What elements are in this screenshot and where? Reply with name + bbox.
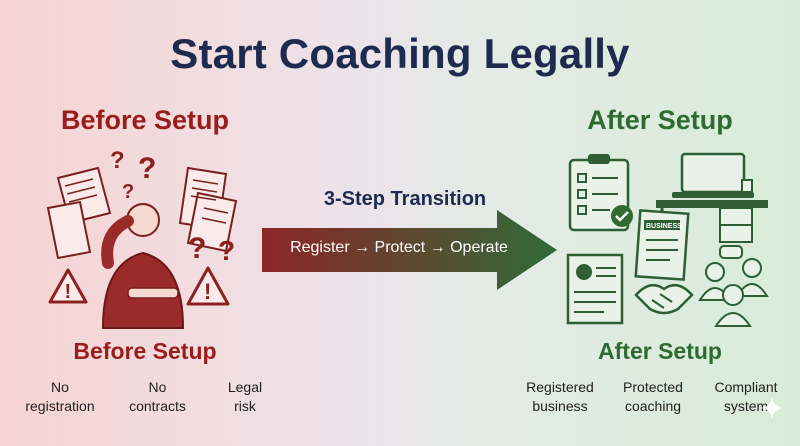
confused-person-illustration: ? ? ? ? ? ! ! <box>46 148 238 329</box>
transition-arrow <box>262 210 557 290</box>
after-subheader: After Setup <box>598 338 722 364</box>
warning-icon: ! ! <box>48 266 230 306</box>
svg-text:?: ? <box>218 235 235 266</box>
transition-steps: Register → Protect → Operate <box>290 239 508 256</box>
svg-text:!: ! <box>65 281 72 303</box>
page-title: Start Coaching Legally <box>170 30 630 77</box>
svg-text:?: ? <box>138 152 156 185</box>
people-icon <box>698 245 769 327</box>
after-header: After Setup <box>587 105 733 135</box>
question-mark-icon: ? ? ? ? ? <box>110 148 235 266</box>
checklist-icon <box>568 154 633 232</box>
document-icon: BUSINESS <box>634 209 690 281</box>
before-header: Before Setup <box>60 105 230 135</box>
business-setup-illustration: BUSINESS <box>566 152 769 327</box>
document-label: BUSINESS <box>646 223 682 230</box>
svg-text:?: ? <box>122 181 134 203</box>
svg-text:?: ? <box>110 148 125 174</box>
before-subheader: Before Setup <box>73 338 217 364</box>
svg-text:!: ! <box>204 279 211 304</box>
sparkle-icon <box>760 396 784 420</box>
certificate-icon <box>566 253 624 325</box>
transition-title: 3-Step Transition <box>323 188 487 210</box>
svg-text:?: ? <box>188 232 206 265</box>
laptop-icon <box>656 152 768 243</box>
person-icon <box>101 203 185 329</box>
handshake-icon <box>634 283 694 315</box>
